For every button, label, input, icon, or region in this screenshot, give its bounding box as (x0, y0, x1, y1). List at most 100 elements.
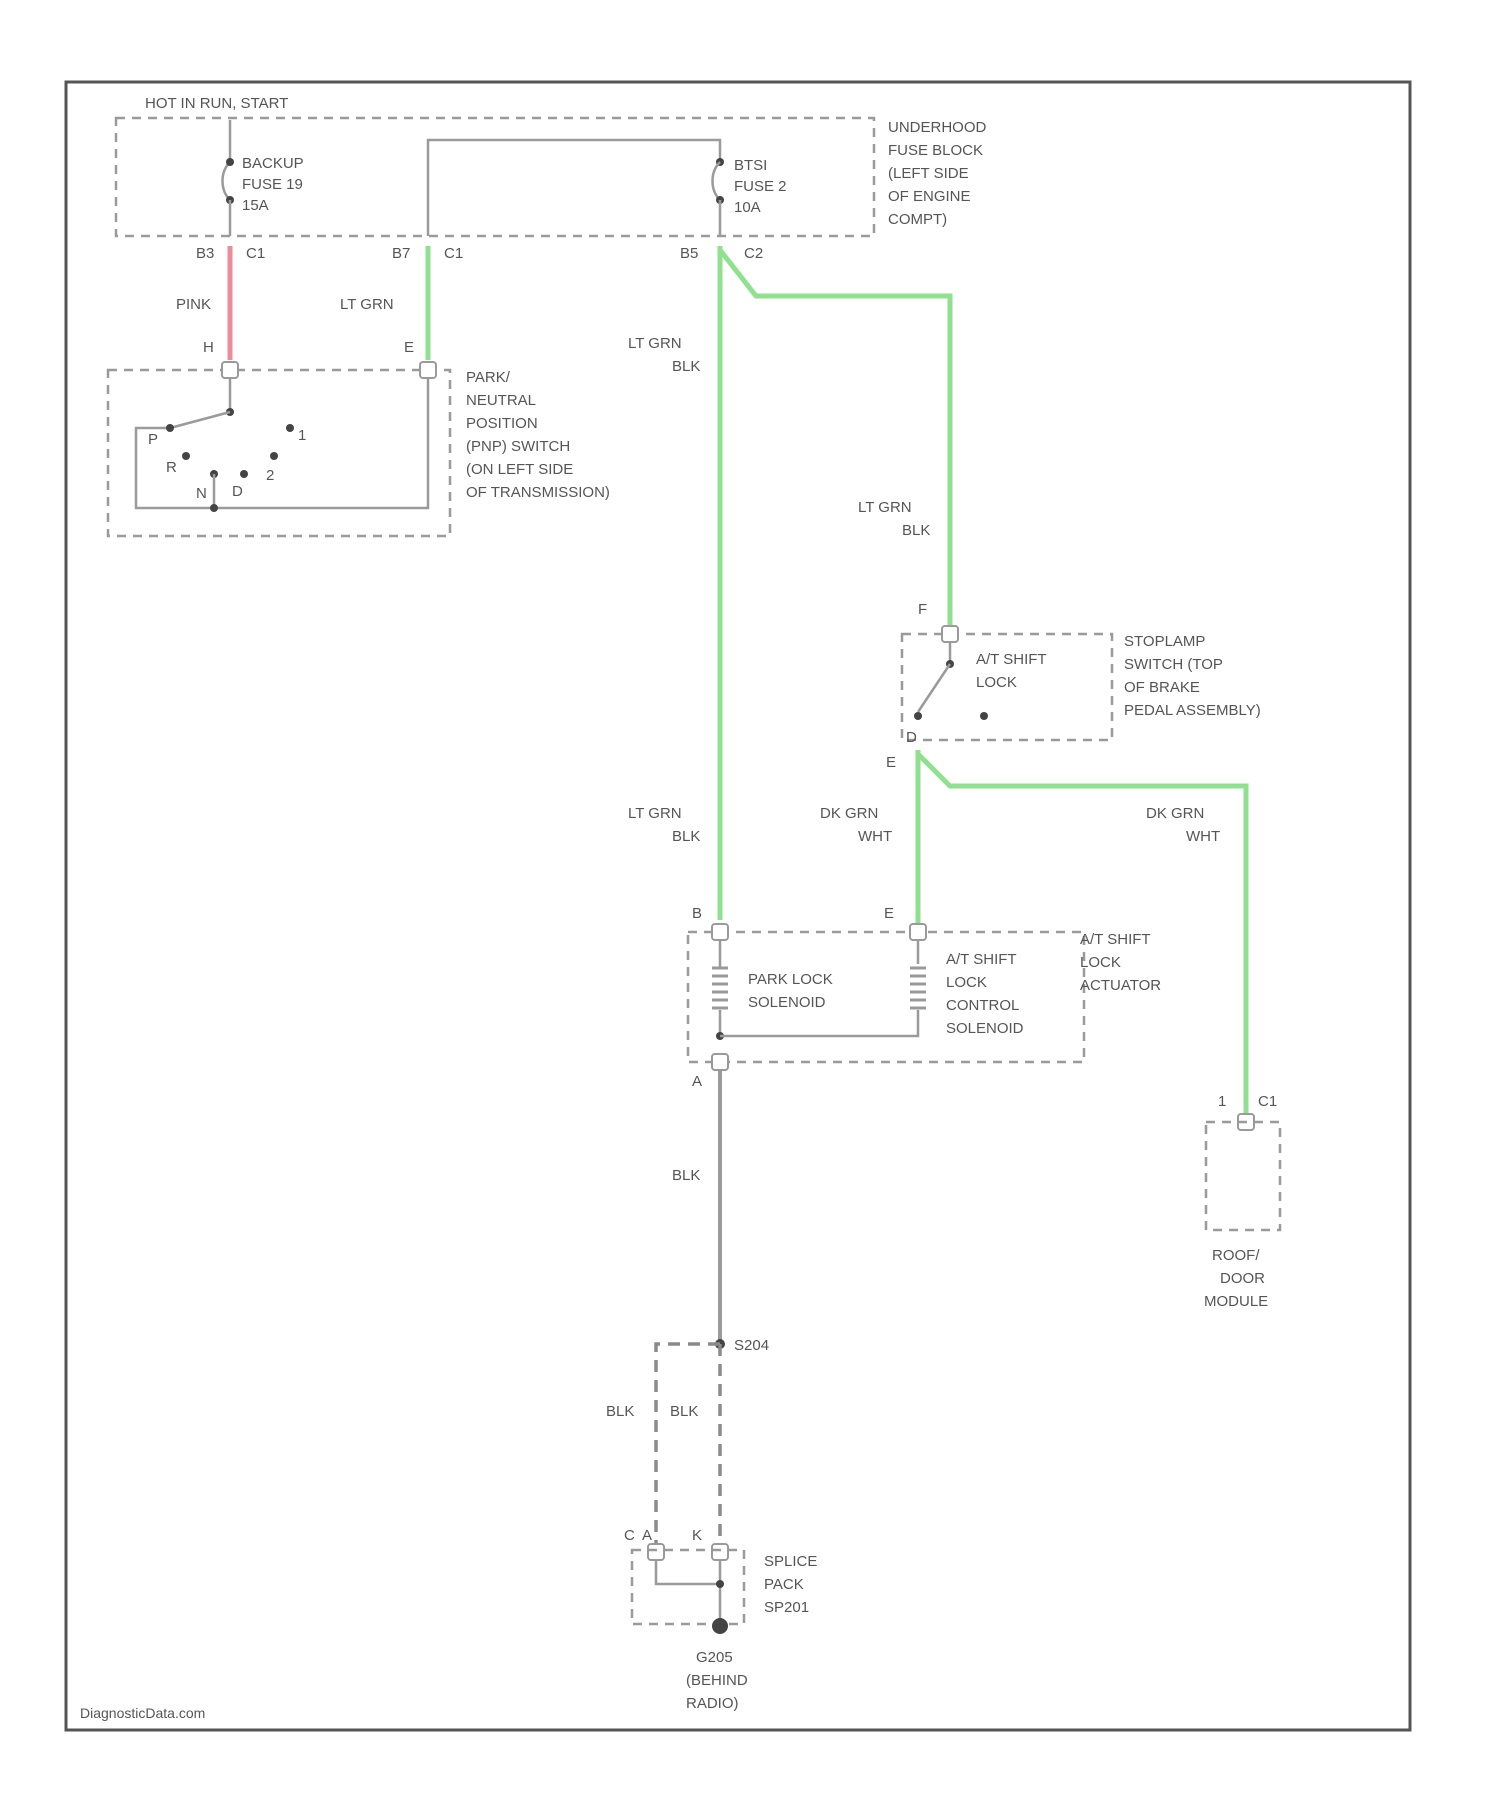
door-label-1: ROOF/ (1212, 1247, 1260, 1264)
wire-blk-right-label: BLK (670, 1403, 698, 1420)
wire-ltgrnblk-b-2: BLK (902, 522, 930, 539)
fuse-block-label-5: COMPT) (888, 211, 947, 228)
pnp-label-2: NEUTRAL (466, 392, 536, 409)
stoplamp-inner-1: A/T SHIFT (976, 651, 1047, 668)
wire-lt-grn-label: LT GRN (340, 296, 394, 313)
splice-label-3: SP201 (764, 1599, 809, 1616)
shift-lock-control-solenoid: A/T SHIFT LOCK CONTROL SOLENOID (910, 951, 1024, 1037)
junction-s204: S204 (734, 1337, 769, 1354)
ground-label-1: G205 (696, 1649, 733, 1666)
fuse2-label-1: BTSI (734, 157, 767, 174)
pin-b5: B5 (680, 245, 698, 262)
pnp-label-5: (ON LEFT SIDE (466, 461, 573, 478)
fuse19-label-2: FUSE 19 (242, 176, 303, 193)
fuse-block-label-4: OF ENGINE (888, 188, 971, 205)
conn-c1-a: C1 (246, 245, 265, 262)
actuator-label-2: LOCK (1080, 954, 1121, 971)
door-pin-1: 1 (1218, 1093, 1226, 1110)
backup-fuse-19: BACKUP FUSE 19 15A (223, 120, 304, 236)
pin-b7: B7 (392, 245, 410, 262)
stoplamp-pin-e: E (886, 754, 896, 771)
park-lock-solenoid: PARK LOCK SOLENOID (712, 968, 833, 1011)
pnp-pin-e: E (404, 339, 414, 356)
pnp-label-4: (PNP) SWITCH (466, 438, 570, 455)
fuse-block-label-1: UNDERHOOD (888, 119, 987, 136)
stoplamp-pin-f: F (918, 601, 927, 618)
solenoid1-label-2: SOLENOID (748, 994, 826, 1011)
pnp-pos-r: R (166, 459, 177, 476)
pnp-label-6: OF TRANSMISSION) (466, 484, 610, 501)
stoplamp-label-2: SWITCH (TOP (1124, 656, 1223, 673)
wire-ltgrnblk-c-2: BLK (672, 828, 700, 845)
actuator-pin-b: B (692, 905, 702, 922)
wire-dkgrnwht-a-2: WHT (858, 828, 892, 845)
solenoid2-label-3: CONTROL (946, 997, 1019, 1014)
door-label-3: MODULE (1204, 1293, 1268, 1310)
pnp-pos-d: D (232, 483, 243, 500)
fuse19-label-1: BACKUP (242, 155, 304, 172)
pnp-switch: H E P R N D 2 1 PARK/ NEUTRAL POSITION (… (108, 339, 610, 536)
wire-lt-grn-blk-branch (720, 250, 950, 625)
stoplamp-label-4: PEDAL ASSEMBLY) (1124, 702, 1261, 719)
wire-blk-left (656, 1344, 720, 1544)
roof-door-module: 1 C1 ROOF/ DOOR MODULE (1204, 1093, 1280, 1310)
hot-label: HOT IN RUN, START (145, 95, 288, 112)
ground-symbol-icon (712, 1618, 728, 1634)
pnp-pos-n: N (196, 485, 207, 502)
splice-pack-sp201: C A K SPLICE PACK SP201 (624, 1527, 817, 1624)
stoplamp-label-1: STOPLAMP (1124, 633, 1205, 650)
fuse-block-label-2: FUSE BLOCK (888, 142, 983, 159)
pnp-pos-2: 2 (266, 467, 274, 484)
wire-ltgrnblk-c-1: LT GRN (628, 805, 682, 822)
splice-label-2: PACK (764, 1576, 804, 1593)
pnp-label-1: PARK/ (466, 369, 511, 386)
underhood-fuse-block: UNDERHOOD FUSE BLOCK (LEFT SIDE OF ENGIN… (116, 118, 987, 262)
pnp-pin-h: H (203, 339, 214, 356)
pnp-label-3: POSITION (466, 415, 538, 432)
solenoid2-label-1: A/T SHIFT (946, 951, 1017, 968)
pnp-pos-1: 1 (298, 427, 306, 444)
pnp-pos-p: P (148, 431, 158, 448)
solenoid2-label-4: SOLENOID (946, 1020, 1024, 1037)
wire-dkgrnwht-b-1: DK GRN (1146, 805, 1204, 822)
ground-g205: G205 (BEHIND RADIO) (686, 1618, 748, 1712)
watermark: DiagnosticData.com (80, 1705, 205, 1721)
fuse2-label-3: 10A (734, 199, 761, 216)
splice-pin-k: K (692, 1527, 702, 1544)
shift-lock-actuator: B E PARK LOCK SOLENOID A/T SHIFT LOCK CO… (688, 905, 1161, 1090)
ground-label-3: RADIO) (686, 1695, 739, 1712)
door-label-2: DOOR (1220, 1270, 1265, 1287)
wire-blk-main-label: BLK (672, 1167, 700, 1184)
solenoid1-label-1: PARK LOCK (748, 971, 833, 988)
conn-c1-b: C1 (444, 245, 463, 262)
wire-ltgrnblk-b-1: LT GRN (858, 499, 912, 516)
actuator-label-3: ACTUATOR (1080, 977, 1161, 994)
actuator-pin-a: A (692, 1073, 702, 1090)
diagram-frame (66, 82, 1410, 1730)
wire-ltgrnblk-a-2: BLK (672, 358, 700, 375)
stoplamp-label-3: OF BRAKE (1124, 679, 1200, 696)
door-conn-c1: C1 (1258, 1093, 1277, 1110)
ground-label-2: (BEHIND (686, 1672, 748, 1689)
actuator-label-1: A/T SHIFT (1080, 931, 1151, 948)
btsi-fuse-2: BTSI FUSE 2 10A (713, 157, 787, 236)
wire-pink-label: PINK (176, 296, 211, 313)
stoplamp-inner-2: LOCK (976, 674, 1017, 691)
stoplamp-pin-tag: D (906, 729, 917, 746)
wire-ltgrnblk-a-1: LT GRN (628, 335, 682, 352)
fuse-block-label-3: (LEFT SIDE (888, 165, 969, 182)
splice-pin-a: A (642, 1527, 652, 1544)
wire-blk-left-label: BLK (606, 1403, 634, 1420)
splice-label-1: SPLICE (764, 1553, 817, 1570)
solenoid2-label-2: LOCK (946, 974, 987, 991)
fuse19-label-3: 15A (242, 197, 269, 214)
splice-pin-c: C (624, 1527, 635, 1544)
stoplamp-switch: F A/T SHIFT LOCK D STOPLAMP SWITCH (TOP … (902, 601, 1261, 746)
wire-dkgrnwht-a-1: DK GRN (820, 805, 878, 822)
fuse2-label-2: FUSE 2 (734, 178, 787, 195)
wire-dkgrnwht-b-2: WHT (1186, 828, 1220, 845)
actuator-pin-e: E (884, 905, 894, 922)
pin-b3: B3 (196, 245, 214, 262)
conn-c2: C2 (744, 245, 763, 262)
